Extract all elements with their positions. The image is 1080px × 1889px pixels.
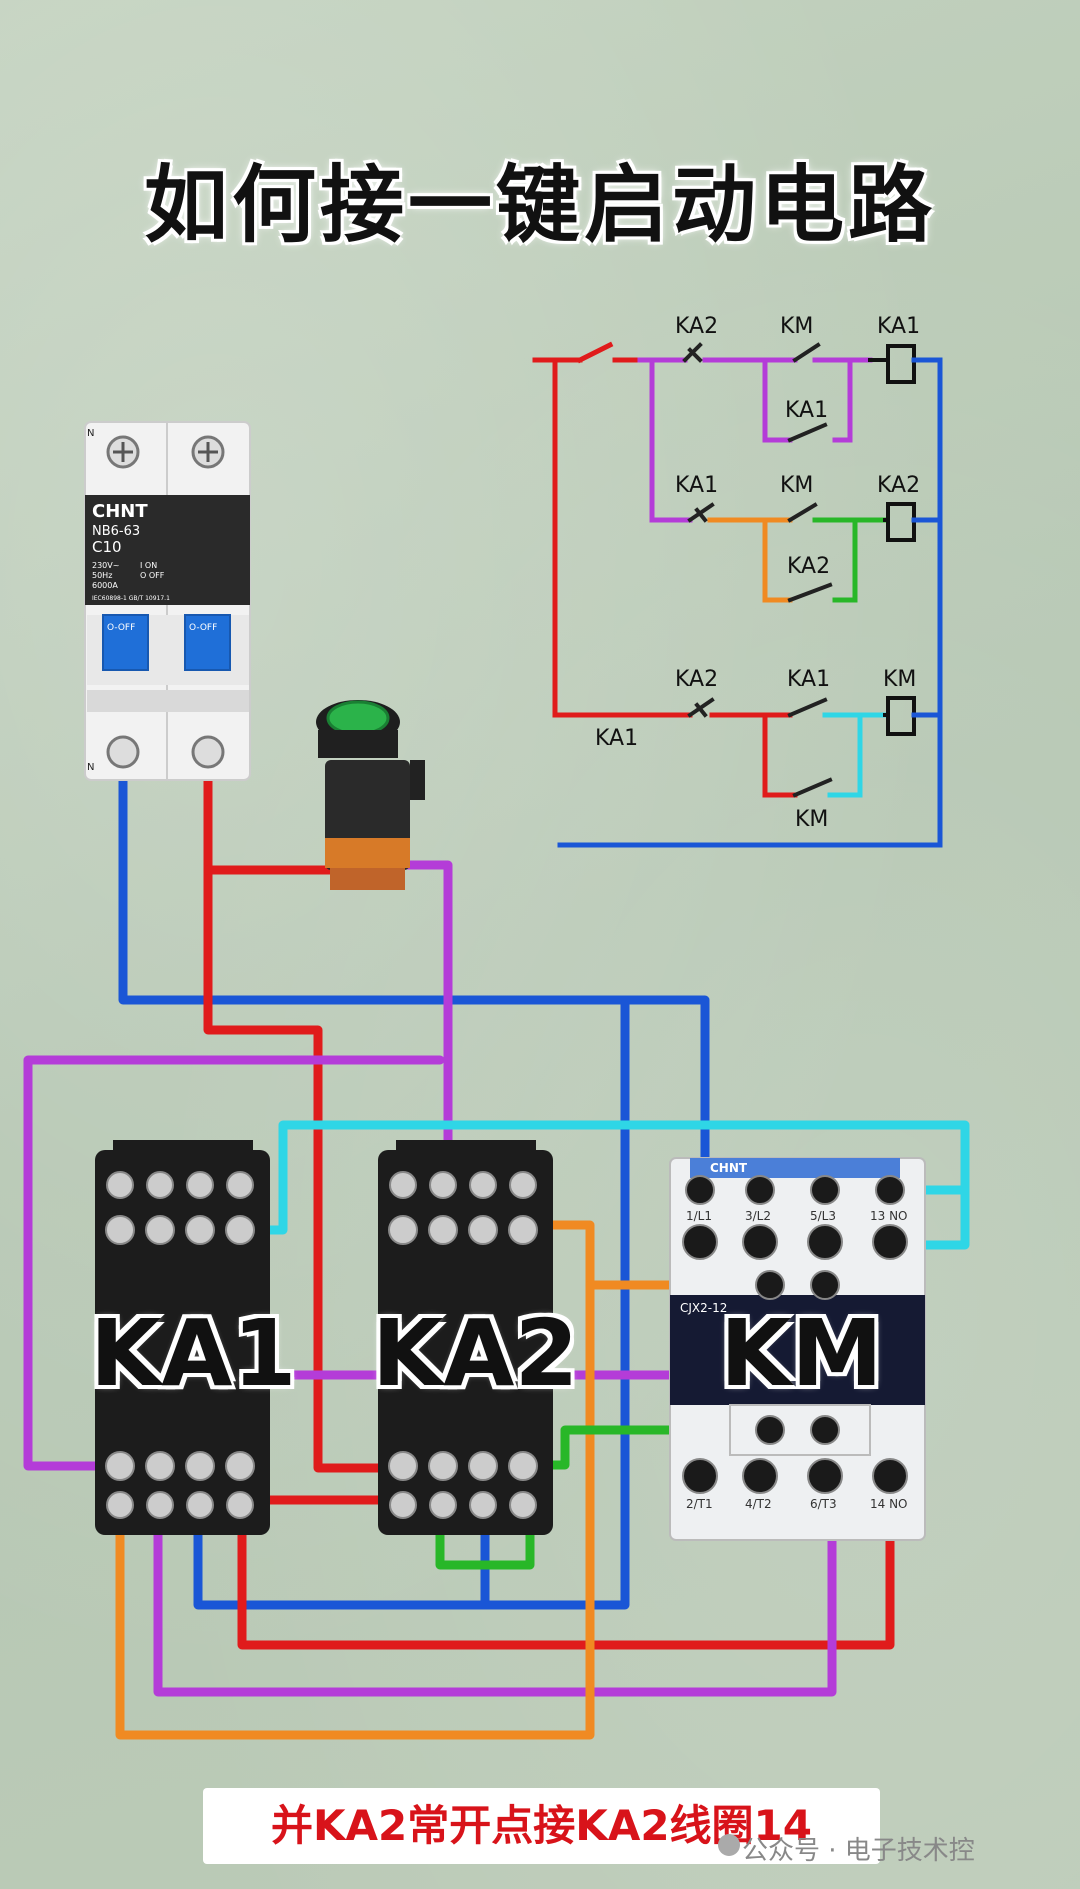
breaker-on: I ON	[140, 561, 157, 570]
sch-label: KA1	[787, 667, 830, 692]
km-terminal-label: 6/T3	[810, 1497, 837, 1511]
sch-label: KA1	[675, 473, 718, 498]
breaker-spec: 50Hz	[92, 571, 112, 580]
sch-row2-orange	[707, 517, 793, 603]
sch-label: KA2	[877, 473, 920, 498]
breaker-pole-n: N	[87, 428, 94, 439]
wire-red-l	[203, 750, 415, 1473]
breaker-pole-n: N	[87, 762, 94, 773]
sch-row2-hold-contact	[787, 582, 833, 603]
sch-row1-km-contact	[792, 342, 821, 363]
sch-label: KA2	[787, 554, 830, 579]
label-ka1: KA1	[90, 1300, 297, 1407]
sch-label: KA2	[675, 314, 718, 339]
contactor-km	[669, 1157, 926, 1541]
relay-ka2	[378, 1140, 553, 1535]
km-terminal-label: 5/L3	[810, 1209, 836, 1223]
sch-row2-km-contact	[787, 502, 818, 523]
km-brand: CHNT	[710, 1161, 748, 1175]
breaker-off: O OFF	[140, 571, 165, 580]
km-terminal-label: 3/L2	[745, 1209, 771, 1223]
relay-ka1	[95, 1140, 270, 1535]
km-terminal-label: 14 NO	[870, 1497, 908, 1511]
circuit-breaker	[84, 421, 251, 781]
watermark: 公众号 · 电子技术控	[742, 1836, 975, 1866]
wire-purple-km	[153, 1460, 837, 1697]
wire-red-ka1	[237, 1463, 895, 1650]
breaker-handle[interactable]	[184, 614, 231, 671]
sch-row3-hold-contact	[792, 777, 833, 798]
wire-blue-n	[118, 755, 710, 1165]
sch-blue-bus	[557, 357, 943, 848]
km-terminal-label: 4/T2	[745, 1497, 772, 1511]
sch-label: KM	[883, 667, 916, 692]
breaker-handle-label: O-OFF	[189, 623, 217, 633]
breaker-spec: 6000A	[92, 581, 118, 590]
sch-coil-ka1	[886, 344, 916, 384]
sch-row1-hold-purple	[762, 357, 853, 443]
sch-label: KM	[780, 314, 813, 339]
terminal-screw-icon	[191, 735, 225, 769]
breaker-model: NB6-63	[92, 524, 140, 539]
wire-purple-loop	[23, 1055, 445, 1471]
wire-blue-a	[193, 995, 630, 1610]
km-terminal-label: 13 NO	[870, 1209, 908, 1223]
sch-row3-red	[709, 712, 798, 798]
page-title: 如何接一键启动电路	[143, 156, 936, 254]
wire-orange	[115, 1220, 595, 1740]
breaker-handle[interactable]	[102, 614, 149, 671]
sch-row3-ka2-contact	[687, 697, 715, 718]
sch-label: KM	[780, 473, 813, 498]
sch-row3-ka1-contact	[787, 697, 828, 718]
km-terminal-label: 1/L1	[686, 1209, 712, 1223]
sch-row2-green	[812, 517, 888, 603]
sch-row3-cyan	[822, 712, 888, 798]
breaker-spec: 230V~	[92, 561, 119, 570]
terminal-screw-icon	[106, 735, 140, 769]
sch-start-switch	[552, 341, 643, 364]
breaker-handle-label: O-OFF	[107, 623, 135, 633]
sch-row1-hold-contact	[787, 422, 828, 443]
sch-label: KA1	[877, 314, 920, 339]
sch-row2-ka1-contact	[687, 502, 715, 523]
start-pushbutton[interactable]	[316, 700, 425, 890]
wechat-icon	[718, 1834, 740, 1856]
sch-label: KA1	[785, 398, 828, 423]
sch-row1-purple	[637, 357, 873, 523]
wire-cyan	[238, 1120, 970, 1250]
sch-row1-ka2-contact	[682, 342, 703, 363]
km-model: CJX2-12	[680, 1301, 727, 1315]
label-ka2: KA2	[372, 1300, 579, 1407]
sch-label: KA1	[595, 726, 638, 751]
sch-label: KM	[795, 807, 828, 832]
sch-red-bus	[532, 357, 693, 718]
label-km: KM	[720, 1300, 883, 1407]
breaker-rating: C10	[92, 538, 122, 556]
breaker-brand: CHNT	[92, 501, 148, 522]
breaker-std: IEC60898-1 GB/T 10917.1	[92, 595, 170, 602]
sch-label: KA2	[675, 667, 718, 692]
km-terminal-label: 2/T1	[686, 1497, 713, 1511]
green-button-cap	[326, 700, 390, 736]
